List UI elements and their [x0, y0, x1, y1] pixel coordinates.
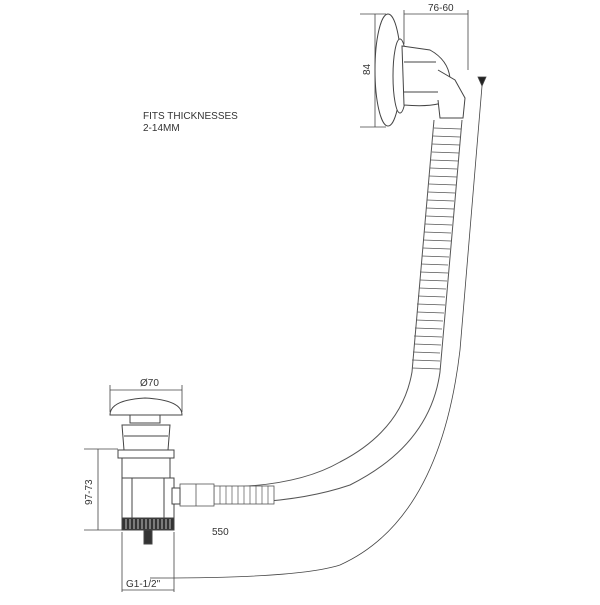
thickness-note-line1: FITS THICKNESSES: [143, 111, 238, 122]
overflow-height-label: 84: [362, 63, 373, 75]
waste-diameter-dimension: [109, 385, 183, 412]
thread-label: G1-1/2": [126, 579, 161, 590]
hose-length-dimension-line: [150, 76, 487, 579]
waste-height-dimension: [84, 448, 122, 531]
hose-length-label: 550: [212, 527, 229, 538]
overflow-head: [374, 13, 466, 127]
corrugated-hose: [229, 119, 463, 504]
waste-height-label: 97-73: [84, 479, 95, 505]
waste-diameter-label: Ø70: [140, 378, 159, 389]
waste-body: [109, 397, 183, 545]
thread-dimension: [121, 532, 175, 592]
hose-connector: [179, 483, 275, 507]
overflow-depth-label: 76-60: [428, 3, 454, 14]
thickness-note-line2: 2-14MM: [143, 123, 180, 134]
thickness-note: FITS THICKNESSES 2-14MM: [143, 111, 238, 135]
overflow-depth-dimension: [403, 10, 469, 70]
overflow-height-dimension: [360, 13, 386, 128]
